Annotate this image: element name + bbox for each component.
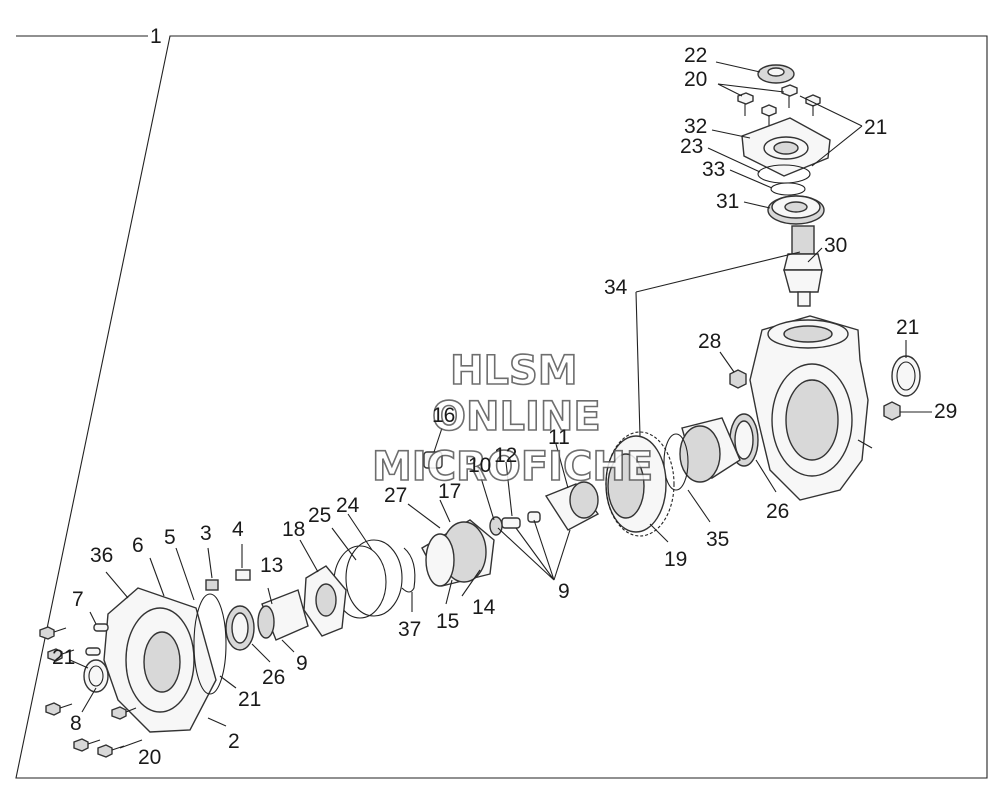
callout-c31[interactable]: 31 [716,190,739,213]
callout-c27[interactable]: 27 [384,484,407,507]
bearing-31[interactable] [767,195,825,225]
plug-29[interactable] [883,401,901,421]
shaft-11[interactable] [544,481,600,531]
callout-c21d[interactable]: 21 [238,688,261,711]
callout-c13[interactable]: 13 [260,554,283,577]
sleeve-13[interactable] [257,589,309,641]
callout-c26a[interactable]: 26 [766,500,789,523]
bolt-20-top[interactable] [737,84,821,126]
callout-c34[interactable]: 34 [604,276,628,299]
callout-c33[interactable]: 33 [702,158,725,181]
bolts-20-left[interactable] [39,626,137,758]
callout-c24[interactable]: 24 [336,494,360,517]
pins-7[interactable] [85,623,109,656]
callout-c10[interactable]: 10 [468,454,491,477]
callout-c32[interactable]: 32 [684,115,707,138]
watermark-line2: ONLINE [432,394,601,440]
thrust-washer-10[interactable] [489,516,503,536]
callout-c3[interactable]: 3 [200,522,212,545]
assembly-frame [15,35,988,779]
callout-c6[interactable]: 6 [132,534,144,557]
callout-c29[interactable]: 29 [934,400,957,423]
ring-gear-19[interactable] [605,431,675,537]
callout-c11[interactable]: 11 [548,426,570,449]
oil-seal-21-left[interactable] [83,659,109,693]
bearing-26-right[interactable] [729,413,759,467]
callout-c15[interactable]: 15 [436,610,459,633]
pinion-shaft-30[interactable] [783,225,823,307]
watermark-line3: MICROFICHE [372,444,653,490]
plug-28[interactable] [729,369,747,389]
watermark-line1: HLSM [450,348,578,394]
end-cover-2[interactable] [103,587,217,733]
callout-c17[interactable]: 17 [438,480,461,503]
plate-18[interactable] [303,565,347,637]
snap-ring-33[interactable] [770,182,806,196]
callout-c4[interactable]: 4 [232,518,244,541]
callout-c5[interactable]: 5 [164,526,176,549]
gear-case-housing[interactable] [749,315,873,501]
callout-c12[interactable]: 12 [494,444,517,467]
o-ring-35[interactable] [663,433,689,491]
callout-c21c[interactable]: 21 [52,646,75,669]
callout-c8[interactable]: 8 [70,712,82,735]
callout-c21a[interactable]: 21 [864,116,887,139]
callout-c20a[interactable]: 20 [684,68,707,91]
diff-case-14[interactable] [421,519,495,587]
oil-seal-21-right[interactable] [891,355,921,397]
callout-labels: 22 20 21 32 23 33 31 30 34 21 28 29 16 1… [52,44,957,769]
o-ring-5[interactable] [193,593,227,695]
callout-c16[interactable]: 16 [432,404,455,427]
callout-c9a[interactable]: 9 [558,580,570,603]
callout-c14[interactable]: 14 [472,596,496,619]
leader-lines [69,61,932,749]
collar-35[interactable] [679,417,741,483]
callout-c36[interactable]: 36 [90,544,113,567]
clip-37[interactable] [401,547,416,593]
callout-c30[interactable]: 30 [824,234,847,257]
cover-plate-32[interactable] [741,117,831,177]
callout-c26b[interactable]: 26 [262,666,285,689]
assembly-number: 1 [150,25,162,48]
callout-c20b[interactable]: 20 [138,746,161,769]
callout-c19[interactable]: 19 [664,548,687,571]
callout-c21b[interactable]: 21 [896,316,919,339]
callout-c37[interactable]: 37 [398,618,421,641]
callout-c22[interactable]: 22 [684,44,707,67]
callout-c28[interactable]: 28 [698,330,721,353]
bearing-26-left[interactable] [225,605,255,651]
callout-c23[interactable]: 23 [680,135,703,158]
callout-c25[interactable]: 25 [308,504,331,527]
pin-16[interactable] [423,451,443,469]
pins-9[interactable] [501,511,541,529]
callout-c35[interactable]: 35 [706,528,729,551]
callout-c9b[interactable]: 9 [296,652,308,675]
callout-c7[interactable]: 7 [72,588,84,611]
callout-c18[interactable]: 18 [282,518,305,541]
keys-3-4[interactable] [205,569,251,591]
callout-c2[interactable]: 2 [228,730,240,753]
oil-seal-22[interactable] [757,64,795,84]
